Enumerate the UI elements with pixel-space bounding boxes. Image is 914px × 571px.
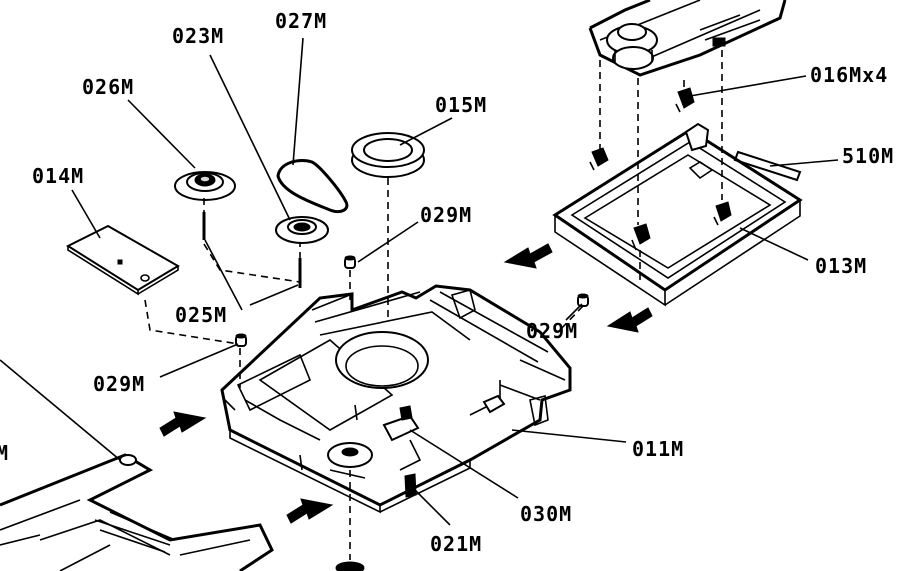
screw-016m-4 bbox=[631, 223, 651, 251]
part-029m-bushing-right bbox=[577, 293, 589, 307]
label-029m-right: 029M bbox=[526, 319, 578, 343]
assembly-arrows bbox=[159, 243, 653, 524]
part-014m-plate bbox=[65, 224, 246, 346]
screw-016m-3 bbox=[713, 201, 732, 226]
label-027m: 027M bbox=[275, 9, 327, 33]
bottom-left-assembly bbox=[0, 453, 365, 571]
screw-016m-2 bbox=[589, 147, 609, 171]
label-021m: 021M bbox=[430, 532, 482, 556]
screw-016m-1 bbox=[675, 87, 695, 113]
label-025m: 025M bbox=[175, 303, 227, 327]
label-011m: 011M bbox=[632, 437, 684, 461]
label-030m: 030M bbox=[520, 502, 572, 526]
arrow-right-mid bbox=[159, 411, 207, 437]
part-015m-ring bbox=[351, 132, 425, 320]
label-510m: 510M bbox=[842, 144, 894, 168]
arrow-left-top bbox=[503, 243, 553, 269]
spindle-motor-assembly bbox=[588, 0, 787, 77]
leader-lines bbox=[0, 37, 839, 526]
part-026m-gear bbox=[174, 171, 236, 201]
label-016m-x4: 016Mx4 bbox=[810, 63, 888, 87]
label-029m-top: 029M bbox=[420, 203, 472, 227]
label-023m: 023M bbox=[172, 24, 224, 48]
part-029m-bushing-left bbox=[235, 333, 247, 347]
label-edge-m: M bbox=[0, 441, 9, 465]
part-027m-belt bbox=[276, 159, 349, 214]
label-015m: 015M bbox=[435, 93, 487, 117]
part-023m-pulley bbox=[275, 216, 329, 244]
label-029m-left: 029M bbox=[93, 372, 145, 396]
label-026m: 026M bbox=[82, 75, 134, 99]
part-029m-bushing-top bbox=[344, 255, 356, 269]
arrow-right-bottom bbox=[286, 498, 334, 524]
part-013m-frame bbox=[552, 122, 803, 307]
part-011m-chassis bbox=[220, 284, 572, 514]
label-013m: 013M bbox=[815, 254, 867, 278]
part-labels: 023M 027M 026M 015M 014M 029M 025M 029M … bbox=[0, 9, 894, 556]
arrow-left-bottom bbox=[606, 307, 653, 333]
label-014m: 014M bbox=[32, 164, 84, 188]
screw-016m-group bbox=[589, 87, 732, 251]
